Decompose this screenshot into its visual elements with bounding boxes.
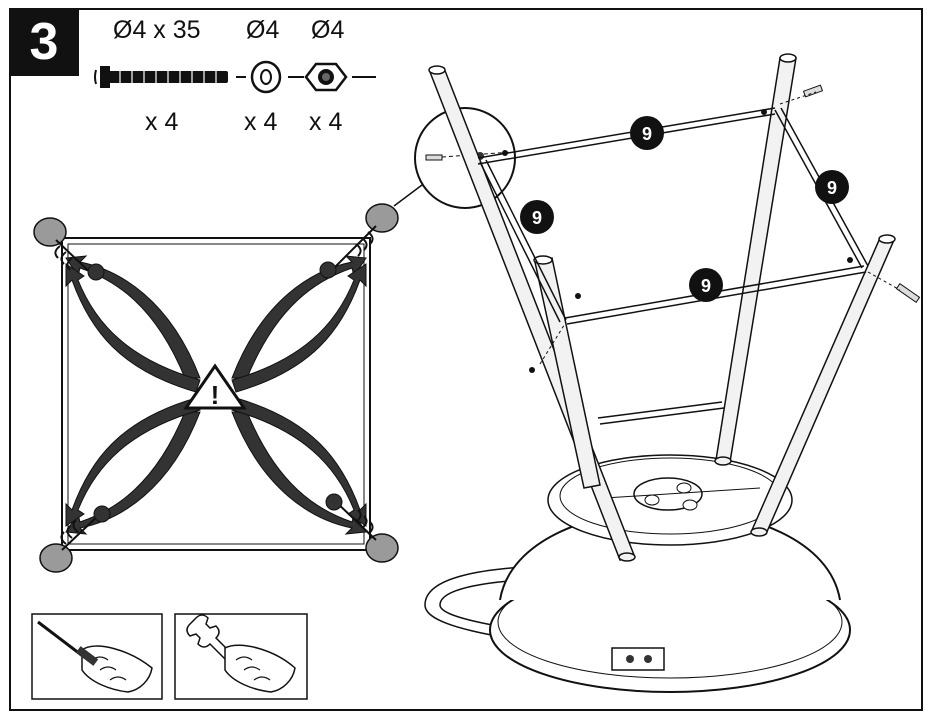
tool-box-screwdriver	[31, 613, 163, 700]
part-callout-2: 9	[815, 170, 849, 204]
screw-qty-label: x 4	[145, 108, 179, 136]
step-number-badge: 3	[9, 8, 79, 76]
corner-bolt-top-left	[33, 217, 105, 281]
corner-bolt-top-right	[319, 203, 399, 279]
washer-qty-label: x 4	[244, 108, 278, 136]
screw-spec-label: Ø4 x 35	[113, 16, 201, 44]
part-callout-4: 9	[689, 268, 723, 302]
nut-icon	[304, 62, 348, 92]
nut-spec-label: Ø4	[311, 16, 345, 44]
svg-text:9: 9	[701, 276, 711, 296]
corner-bolt-bottom-right	[325, 493, 399, 563]
svg-text:9: 9	[827, 178, 837, 198]
washer-icon	[250, 60, 282, 94]
nut-qty-label: x 4	[309, 108, 343, 136]
stool-assembly	[424, 53, 921, 693]
warning-symbol: !	[211, 380, 220, 410]
part-callout-1: 9	[630, 116, 664, 150]
part-callout-3: 9	[520, 200, 554, 234]
svg-text:9: 9	[532, 208, 542, 228]
screwdriver-icon	[37, 620, 153, 693]
corner-bolt-bottom-left	[39, 505, 111, 573]
washer-spec-label: Ø4	[246, 16, 280, 44]
wrench-icon	[186, 614, 296, 693]
diagram-frame	[9, 8, 923, 711]
screw-icon	[94, 66, 228, 88]
tool-box-wrench	[174, 613, 308, 700]
top-view-diagram: !	[33, 203, 399, 573]
warning-triangle-icon: !	[183, 363, 247, 410]
svg-text:9: 9	[642, 124, 652, 144]
